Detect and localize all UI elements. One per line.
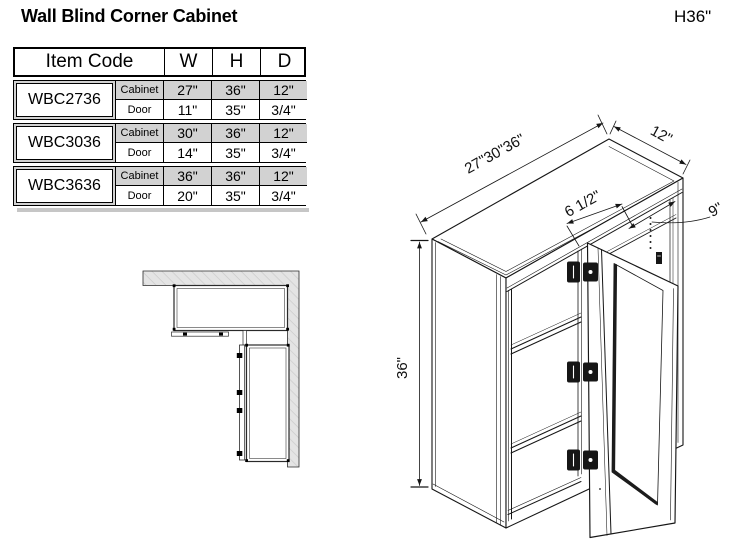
height-code-label: H36" <box>674 7 712 26</box>
cabinet-depth: 12" <box>259 81 307 100</box>
dim-height-label: 36" <box>397 357 411 379</box>
door-depth: 3/4" <box>259 100 307 119</box>
cabinet-depth: 12" <box>259 124 307 143</box>
iso-hinge <box>567 261 598 283</box>
row-label-door: Door <box>115 143 163 162</box>
door-depth: 3/4" <box>259 186 307 205</box>
door-height: 35" <box>211 186 259 205</box>
dim-depth-label: 12" <box>647 122 674 147</box>
row-label-cabinet: Cabinet <box>115 81 163 100</box>
hinge-plate <box>656 252 662 264</box>
table-row-group-wbc3036: WBC3036 Cabinet 30" 36" 12" Door 14" 35"… <box>13 123 307 163</box>
page-title: Wall Blind Corner Cabinet <box>21 6 238 26</box>
table-shadow <box>17 208 309 212</box>
item-code: WBC3036 <box>16 126 113 160</box>
dim-width <box>415 114 608 235</box>
iso-hinge <box>567 449 598 471</box>
row-label-door: Door <box>115 186 163 205</box>
col-header-item-code: Item Code <box>45 51 134 72</box>
col-header-w: W <box>164 49 212 75</box>
door-height: 35" <box>211 100 259 119</box>
door-width: 20" <box>163 186 211 205</box>
door-depth: 3/4" <box>259 143 307 162</box>
plan-wall <box>142 270 300 468</box>
plan-hinge-mark <box>236 390 243 395</box>
dim-blind-depth <box>628 201 711 229</box>
iso-door <box>586 242 679 539</box>
cabinet-width: 36" <box>163 167 211 186</box>
plan-open-door <box>236 344 246 461</box>
dim-depth <box>609 120 691 175</box>
col-header-h: H <box>212 49 260 75</box>
plan-view-drawing <box>142 270 300 468</box>
door-height: 35" <box>211 143 259 162</box>
plan-hinge-mark <box>236 451 243 456</box>
cabinet-depth: 12" <box>259 167 307 186</box>
row-label-door: Door <box>115 100 163 119</box>
door-width: 14" <box>163 143 211 162</box>
spec-table: Item Code W H D WBC2736 Cabinet 27" 36" … <box>13 47 309 212</box>
cabinet-height: 36" <box>211 81 259 100</box>
row-label-cabinet: Cabinet <box>115 167 163 186</box>
plan-adjacent-cabinet <box>245 343 290 463</box>
item-code: WBC2736 <box>16 83 113 117</box>
iso-shelf <box>510 312 582 355</box>
col-header-d: D <box>260 49 308 75</box>
plan-stile <box>242 330 247 346</box>
plan-front-rail <box>171 331 229 337</box>
door-recessed-panel <box>611 263 664 506</box>
plan-blind-cabinet <box>172 284 289 332</box>
isometric-drawing: 27"30"36" 12" 6 1/2" 9" 36" <box>397 114 726 539</box>
cabinet-width: 30" <box>163 124 211 143</box>
dim-height <box>410 239 429 488</box>
cabinet-height: 36" <box>211 124 259 143</box>
table-row-group-wbc2736: WBC2736 Cabinet 27" 36" 12" Door 11" 35"… <box>13 80 307 120</box>
cabinet-height: 36" <box>211 167 259 186</box>
plan-hinge-mark <box>236 353 243 358</box>
leader-line <box>651 216 711 224</box>
cabinet-width: 27" <box>163 81 211 100</box>
table-row-group-wbc3636: WBC3636 Cabinet 36" 36" 12" Door 20" 35"… <box>13 166 307 206</box>
door-width: 11" <box>163 100 211 119</box>
iso-hinge <box>567 361 598 383</box>
plan-hinge-mark <box>236 408 243 413</box>
spec-table-header: Item Code W H D <box>13 47 306 77</box>
row-label-cabinet: Cabinet <box>115 124 163 143</box>
dim-width-label: 27"30"36" <box>462 131 528 178</box>
iso-shelf <box>510 411 582 454</box>
item-code: WBC3636 <box>16 169 113 203</box>
